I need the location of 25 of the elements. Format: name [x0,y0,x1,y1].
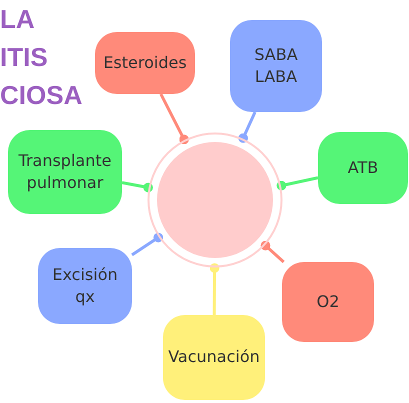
center-circle [147,132,283,268]
speech-bubble [163,315,265,400]
bubble-text: Transplante pulmonar [18,150,112,194]
connector-line [276,176,318,190]
speech-bubble [95,32,195,94]
speech-bubble [8,130,122,214]
bubble-text: O2 [316,290,340,313]
connector-line [260,240,285,264]
speech-bubble [318,132,408,204]
connector-line [210,263,220,316]
bubble-text: Esteroides [102,52,188,74]
bubble-text: ATB [346,156,380,179]
speech-bubble [38,248,132,324]
connector-line [238,111,256,143]
bubble-text: Vacunación [167,346,261,368]
connector-line [122,181,153,192]
heading-text: LA [0,6,35,32]
heading-text: ITIS [0,44,48,70]
connector-line [160,93,189,144]
speech-bubble [282,262,374,342]
bubble-text: SABA LABA [253,44,299,88]
bubble-text: Excisión qx [51,264,119,308]
connector-line [131,232,164,256]
speech-bubble [230,20,322,112]
heading-text: CIOSA [0,82,82,108]
